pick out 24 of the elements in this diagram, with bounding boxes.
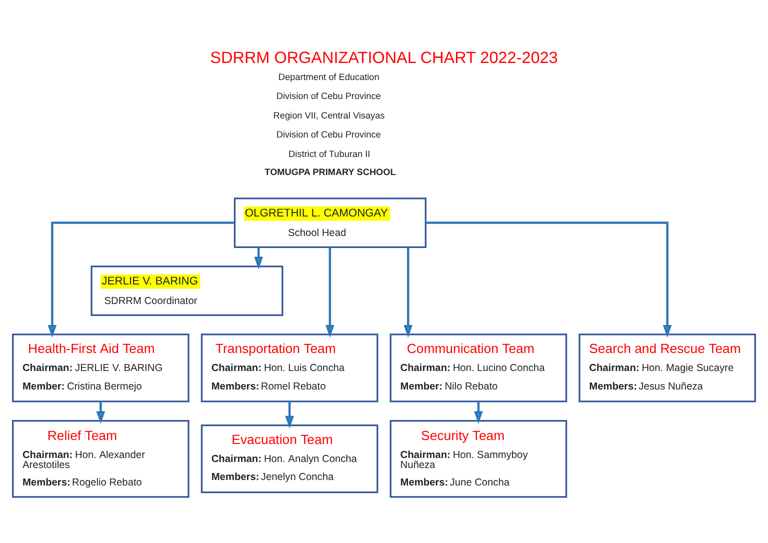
arrow: [326, 247, 334, 338]
label: Division of Cebu Province: [276, 130, 381, 140]
arrow: [254, 247, 263, 270]
diagram-title: SDRRM ORGANIZATIONAL CHART 2022-2023: [210, 49, 558, 68]
node-box: Search and Rescue Team Chairman: Hon. Magie Sucayre Members: Jesus Nuñeza: [578, 334, 756, 402]
label: District of Tuburan II: [288, 148, 370, 159]
node-box: Transportation Team Chairman: Hon. Luis Concha Members: Romel Rebato: [200, 334, 378, 402]
arrow: [426, 222, 672, 338]
arrow: [96, 402, 106, 424]
node-box: OLGRETHIL L. CAMONGAY School Head: [234, 198, 426, 248]
node-box: Security Team Chairman: Hon. Sammyboy Nuñeza Members: June Concha: [390, 420, 568, 498]
arrow: [474, 402, 483, 424]
node-box: Relief Team Chairman: Hon. Alexander Arestotiles Members: Rogelio Rebato: [12, 420, 190, 498]
label: TOMUGPA PRIMARY SCHOOL: [264, 167, 396, 178]
arrow: [285, 402, 294, 428]
node-box: Communication Team Chairman: Hon. Lucino Concha Member: Nilo Rebato: [390, 334, 568, 402]
arrow: [48, 222, 234, 338]
node-box: Evacuation Team Chairman: Hon. Analyn Concha Members: Jenelyn Concha: [200, 424, 378, 494]
arrow: [404, 247, 413, 338]
label: Department of Education: [278, 72, 380, 82]
label: Region VII, Central Visayas: [273, 110, 385, 120]
label: Division of Cebu Province: [276, 91, 381, 102]
node-box: Health-First Aid Team Chairman: JERLIE V. BARING Member: Cristina Bermejo: [12, 334, 190, 402]
node-box: JERLIE V. BARING SDRRM Coordinator: [90, 266, 284, 316]
